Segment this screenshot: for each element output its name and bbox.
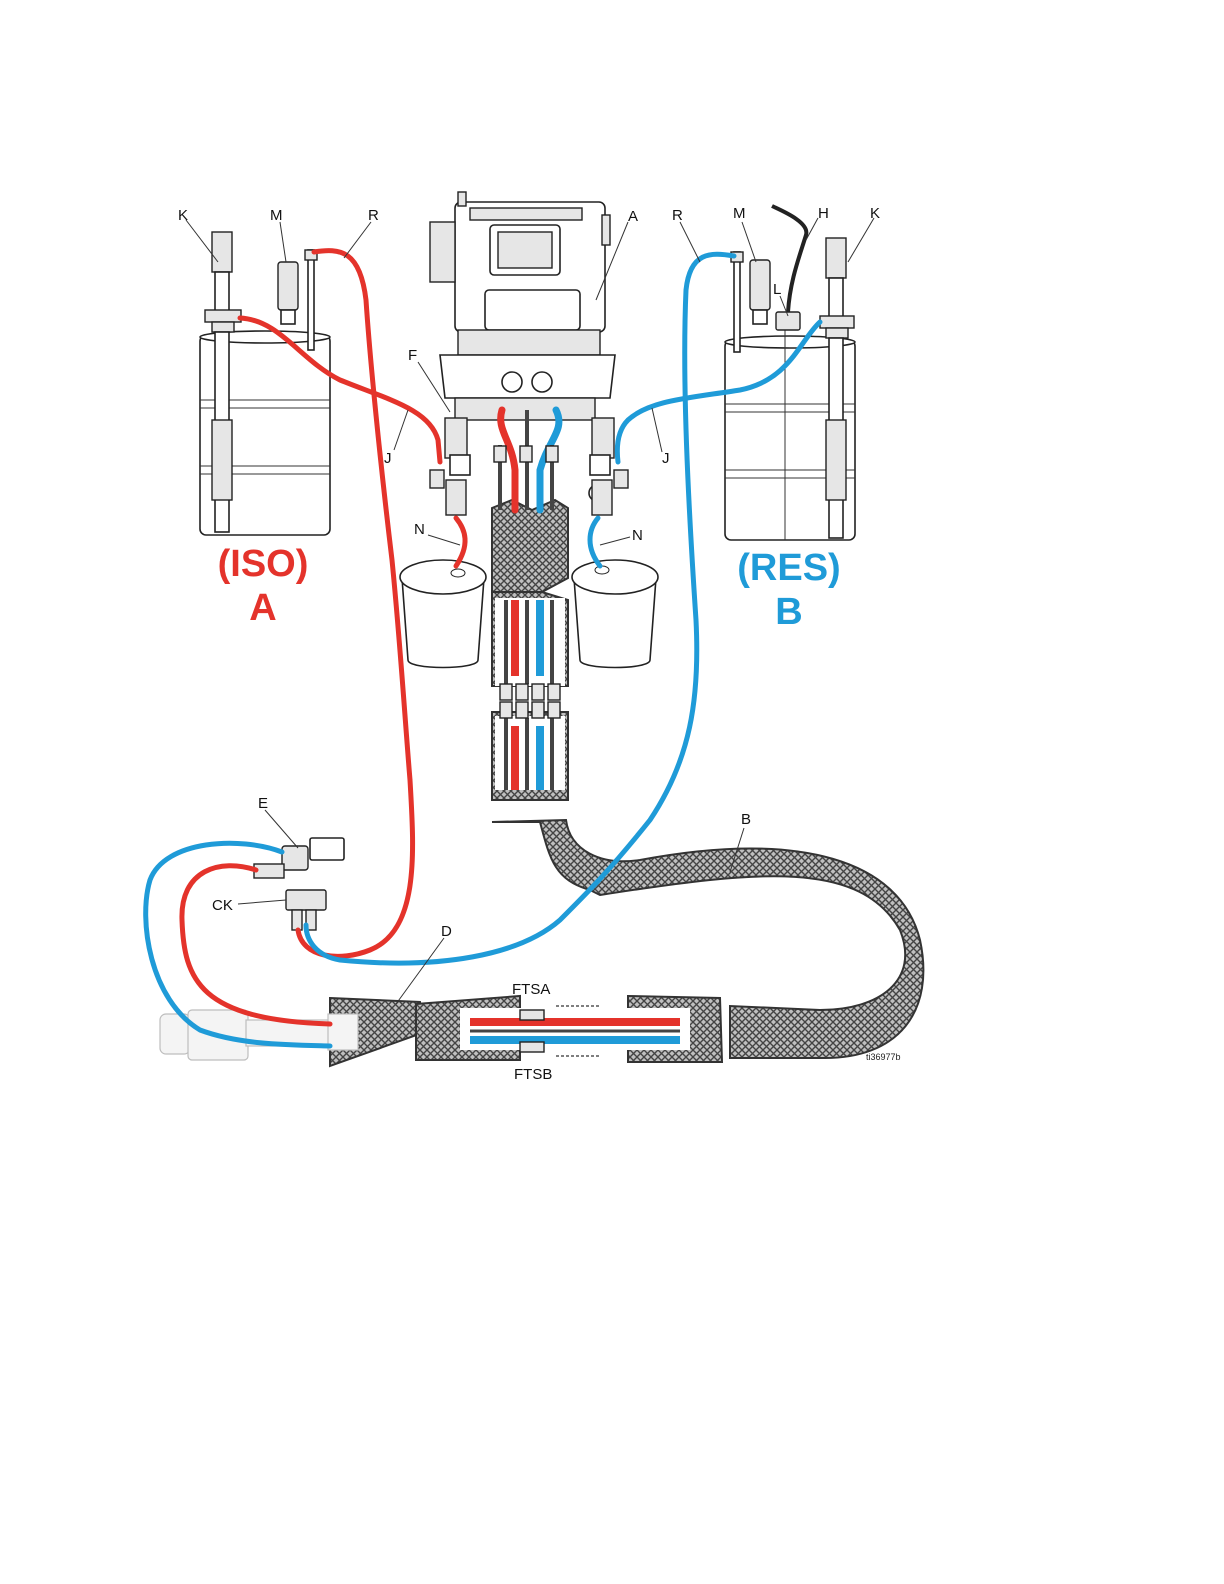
label-m-right: M [733, 205, 746, 222]
label-n-right: N [632, 527, 643, 544]
res-waste-hose [590, 518, 600, 566]
gun-fluid-manifold [254, 838, 344, 930]
label-n-left: N [414, 521, 425, 538]
return-tube-b [731, 252, 743, 352]
label-k-left: K [178, 207, 188, 224]
res-letter: B [775, 591, 802, 633]
label-j-right: J [662, 450, 670, 467]
whip-hose-connection [330, 996, 722, 1066]
label-a-top: A [628, 208, 638, 225]
label-f: F [408, 347, 417, 364]
iso-title: (ISO) [218, 543, 309, 585]
proportioner-unit [430, 192, 615, 420]
bundle-cutaway-top [495, 598, 565, 686]
label-h-right: H [818, 205, 829, 222]
label-l-right: L [773, 281, 781, 298]
label-j-left: J [384, 450, 392, 467]
res-title: (RES) [737, 547, 840, 589]
iso-waste-hose [456, 518, 465, 566]
label-ftsb: FTSB [514, 1066, 552, 1083]
figure-id: ti36977b [866, 1052, 901, 1062]
label-r-right: R [672, 207, 683, 224]
waste-container-a [400, 560, 486, 668]
label-ck: CK [212, 897, 233, 914]
bundle-cutaway-mid [495, 716, 565, 790]
label-m-left: M [270, 207, 283, 224]
desiccant-dryer-a [278, 262, 298, 324]
label-e: E [258, 795, 268, 812]
label-r-left: R [368, 207, 379, 224]
label-d: D [441, 923, 452, 940]
label-k-right: K [870, 205, 880, 222]
label-b: B [741, 811, 751, 828]
waste-container-b [572, 560, 658, 668]
desiccant-dryer-b [750, 260, 770, 324]
label-ftsa: FTSA [512, 981, 550, 998]
reactor-to-bundle-hoses [494, 410, 559, 510]
iso-letter: A [249, 587, 276, 629]
